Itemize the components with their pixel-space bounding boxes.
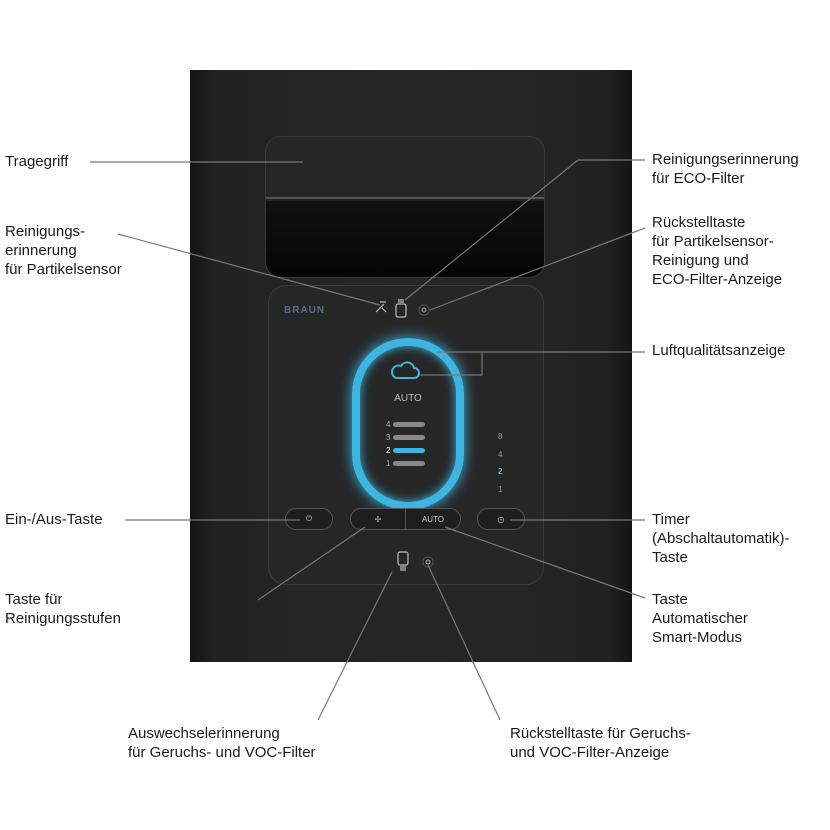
timer-level: 1 [498, 485, 503, 494]
fan-level-number: 3 [386, 433, 391, 442]
reset-icon[interactable] [418, 304, 430, 316]
timer-level: 4 [498, 450, 503, 459]
fan-icon: ✢ [374, 514, 382, 524]
label-odor-filter-reminder: Auswechselerinnerung für Geruchs- und VO… [128, 725, 316, 761]
eco-filter-icon [395, 299, 407, 318]
odor-filter-icon [397, 551, 409, 571]
timer-level: 8 [498, 432, 503, 441]
label-odor-filter-reset: Rückstelltaste für Geruchs- und VOC-Filt… [510, 725, 691, 761]
fan-level-3: 3 [386, 433, 426, 442]
particle-sensor-icon [375, 301, 387, 313]
mode-display: AUTO [394, 393, 422, 404]
air-quality-ring [352, 338, 464, 510]
fan-level-number: 4 [386, 420, 391, 429]
label-fan-speed: Taste für Reinigungsstufen [5, 591, 121, 627]
timer-button[interactable]: ◷ [477, 508, 525, 530]
clock-icon: ◷ [497, 514, 505, 524]
top-indicators [375, 299, 430, 318]
fan-level-1: 1 [386, 459, 426, 468]
label-auto-mode: Taste Automatischer Smart-Modus [652, 591, 748, 646]
fan-level-4: 4 [386, 420, 426, 429]
power-button[interactable]: ⏻ [285, 508, 333, 530]
timer-level-active: 2 [498, 467, 503, 476]
power-icon: ⏻ [305, 514, 313, 523]
label-carry-handle: Tragegriff [5, 153, 69, 170]
fan-level-number: 2 [386, 446, 391, 455]
label-timer: Timer (Abschaltautomatik)- Taste [652, 511, 790, 566]
label-air-quality: Luftqualitätsanzeige [652, 342, 786, 359]
cloud-icon [391, 361, 420, 379]
carry-handle [265, 136, 545, 278]
bottom-indicators [397, 551, 434, 571]
label-power: Ein-/Aus-Taste [5, 511, 103, 528]
label-reset-particle-eco: Rückstelltaste für Partikelsensor- Reini… [652, 214, 783, 288]
auto-mode-button[interactable]: AUTO [405, 508, 461, 530]
fan-level-2: 2 [386, 446, 426, 455]
fan-level-number: 1 [386, 459, 391, 468]
label-eco-filter-reminder: Reinigungserinnerung für ECO-Filter [652, 151, 799, 187]
label-particle-sensor-reminder: Reinigungs- erinnerung für Partikelsenso… [5, 223, 122, 278]
brand-logo: BRAUN [284, 305, 326, 316]
odor-reset-icon[interactable] [422, 556, 434, 568]
